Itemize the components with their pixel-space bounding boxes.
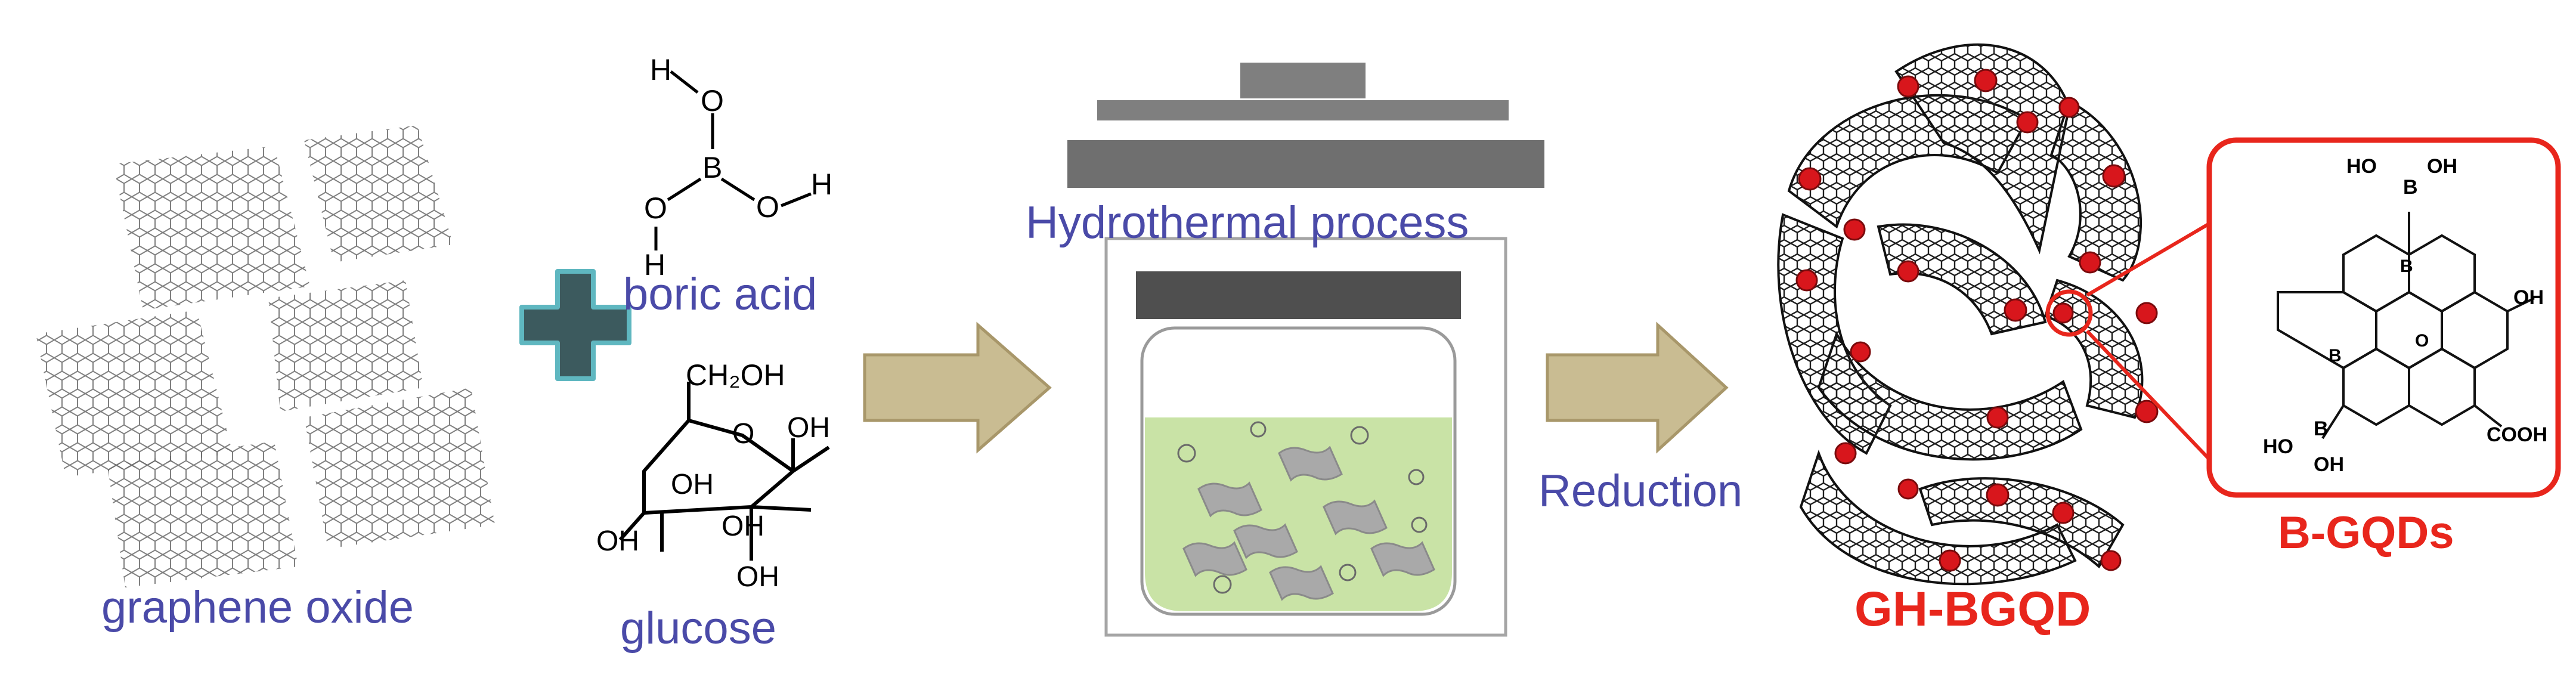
boric-h-bottom: H [644,248,666,281]
bgqd-b-mid: B [2400,256,2413,276]
bgqd-b-left: B [2329,346,2342,366]
plus-icon [519,269,631,381]
bgqd-o-center: O [2415,331,2429,351]
graphene-sheet-icon [268,280,423,411]
boric-o-top: O [701,84,724,117]
graphene-sheet-icon [304,125,453,262]
bgqd-ho-top: HO [2346,155,2377,178]
glucose-ring-o: O [732,418,755,450]
boric-b: B [702,151,723,184]
process-arrow-icon [863,321,1052,454]
glucose-oh-3: OH [722,510,764,542]
graphene-sheet-icon [36,310,233,477]
b-gqd-inset [2206,137,2561,498]
boric-h-top: H [650,53,672,86]
autoclave-icon [1067,63,1544,637]
zoom-circle-icon [2045,289,2093,337]
graphene-sheet-icon [304,388,495,549]
boric-acid-label: boric acid [623,269,818,320]
graphene-hydrogel-icon [1777,43,2211,586]
b-gqds-label: B-GQDs [2278,508,2454,558]
bgqd-ho-bottom: HO [2263,435,2293,458]
process-arrow-icon [1546,321,1729,454]
boric-o-left: O [644,191,667,225]
glucose-oh-5: OH [736,561,779,593]
graphene-sheet-icon [113,146,310,310]
reduction-label: Reduction [1538,466,1743,516]
bgqd-b-top: B [2403,176,2418,199]
graphene-sheet-icon [107,441,298,587]
boric-h-right: H [811,168,833,201]
gh-bgqd-label: GH-BGQD [1854,582,2091,636]
glucose-ch2oh: CH₂OH [686,358,785,392]
glucose-oh-4: OH [596,525,639,557]
bgqd-oh-right: OH [2513,286,2544,309]
hydrothermal-process-label: Hydrothermal process [1026,197,1469,248]
bgqd-oh-bottom: OH [2314,453,2344,476]
bgqd-oh-top: OH [2427,155,2457,178]
boric-acid-structure [654,70,812,250]
boric-o-right: O [756,190,779,224]
glucose-oh-2: OH [671,469,714,500]
graphene-oxide-label: graphene oxide [101,582,414,633]
bgqd-cooh: COOH [2487,423,2547,446]
glucose-oh-1: OH [787,412,830,444]
glucose-structure [618,382,830,561]
graphene-oxide-sheets [36,125,495,587]
glucose-label: glucose [620,603,776,654]
bgqd-b-bottom: B [2314,417,2329,440]
